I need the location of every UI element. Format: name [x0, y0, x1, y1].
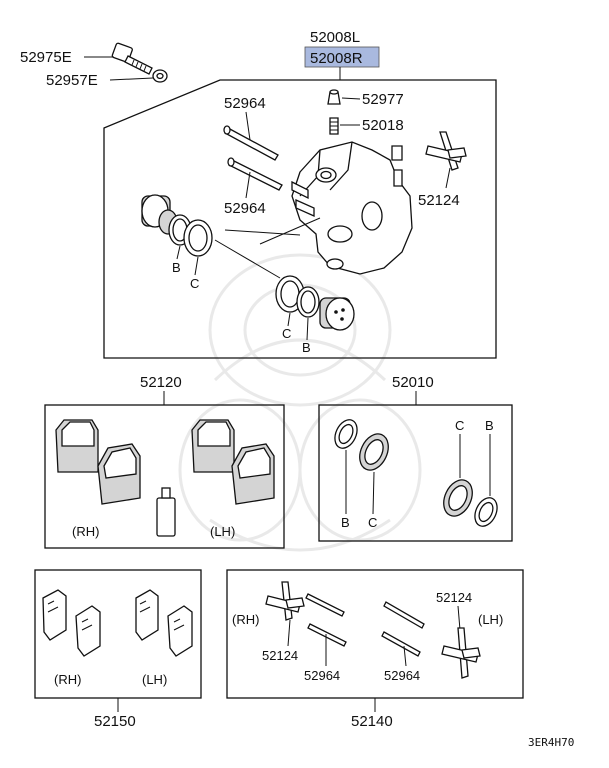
spring-clip-part	[425, 131, 467, 171]
pad-kit: 52120 (RH) (LH)	[44, 374, 285, 549]
piston-right	[319, 297, 355, 331]
hardware-kit-part-number: 52140	[351, 713, 393, 730]
bleeder-cap-part	[327, 89, 341, 105]
guide-pin-lower	[227, 157, 283, 191]
pad-rh-outer	[55, 419, 99, 473]
seal-b-1-label: B	[172, 260, 181, 275]
seal-c-1-label: C	[190, 276, 199, 291]
shim-lh-1	[135, 589, 159, 641]
seal-c-2-label: C	[282, 326, 291, 341]
spring-clip-label: 52124	[418, 192, 460, 209]
hardware-kit: 52140 (RH) 52124 52964 52964 52124	[226, 569, 524, 730]
hardware-pin-right-2	[381, 631, 421, 657]
diagram-code: 3ER4H70	[528, 736, 574, 749]
hardware-pin-left-label: 52964	[304, 668, 340, 683]
seal-kit-c-top-label: C	[455, 418, 464, 433]
grease-packet	[156, 487, 176, 537]
hardware-pin-right-1	[383, 601, 425, 629]
shim-rh-2	[75, 605, 101, 657]
seal-kit-box	[318, 404, 513, 542]
seal-kit-ring-c-right	[443, 479, 473, 517]
pin-lower-label: 52964	[224, 200, 266, 217]
shim-kit-part-number: 52150	[94, 713, 136, 730]
pad-kit-rh-label: (RH)	[72, 524, 99, 539]
hardware-kit-lh-label: (LH)	[478, 612, 503, 627]
shim-kit-rh-label: (RH)	[54, 672, 81, 687]
pad-rh-inner	[97, 443, 141, 505]
seal-kit-part-number: 52010	[392, 374, 434, 391]
pad-lh-inner	[231, 443, 275, 505]
caliper-right-label: 52008R	[310, 50, 363, 67]
bleeder-screw-label: 52018	[362, 117, 404, 134]
hardware-pin-left-1	[305, 593, 345, 617]
caliper-body	[291, 141, 413, 275]
seal-kit-c-bottom-label: C	[368, 515, 377, 530]
caliper-left-label: 52008L	[310, 29, 360, 46]
shim-kit-lh-label: (LH)	[142, 672, 167, 687]
seal-c-left	[183, 219, 213, 257]
seal-b-2-label: B	[302, 340, 311, 355]
caliper-assembly: 52008L 52008R 52975E 52957E 52964 5296	[20, 29, 497, 359]
seal-kit-ring-b-right	[474, 497, 498, 527]
seal-kit: 52010 B C C B	[318, 374, 513, 542]
hardware-clip-right-label: 52124	[436, 590, 472, 605]
shim-lh-2	[167, 605, 193, 657]
seal-kit-b-bottom-label: B	[341, 515, 350, 530]
hardware-kit-rh-label: (RH)	[232, 612, 259, 627]
pad-kit-box	[44, 404, 285, 549]
pad-lh-outer	[191, 419, 235, 473]
hardware-clip-left	[265, 581, 305, 621]
hardware-clip-left-label: 52124	[262, 648, 298, 663]
washer-part	[152, 69, 168, 83]
washer-label: 52957E	[46, 72, 98, 89]
pad-kit-part-number: 52120	[140, 374, 182, 391]
hardware-kit-box	[226, 569, 524, 699]
pin-upper-label: 52964	[224, 95, 266, 112]
shim-kit: 52150 (RH) (LH)	[34, 569, 202, 730]
caliper-assembly-outline	[103, 79, 497, 359]
bleeder-screw-part	[329, 117, 339, 135]
hardware-pin-right-label: 52964	[384, 668, 420, 683]
seal-kit-ring-c-left	[359, 433, 389, 471]
hardware-pin-left-2	[307, 623, 347, 647]
bolt-part	[111, 42, 153, 75]
bleeder-cap-label: 52977	[362, 91, 404, 108]
guide-pin-upper	[223, 125, 279, 161]
seal-kit-ring-b-left	[334, 419, 358, 449]
bolt-label: 52975E	[20, 49, 72, 66]
shim-rh-1	[42, 589, 67, 641]
seal-b-right	[296, 286, 320, 318]
pad-kit-lh-label: (LH)	[210, 524, 235, 539]
caliper-right-highlight	[304, 46, 380, 68]
hardware-clip-right	[441, 627, 481, 679]
seal-kit-b-top-label: B	[485, 418, 494, 433]
